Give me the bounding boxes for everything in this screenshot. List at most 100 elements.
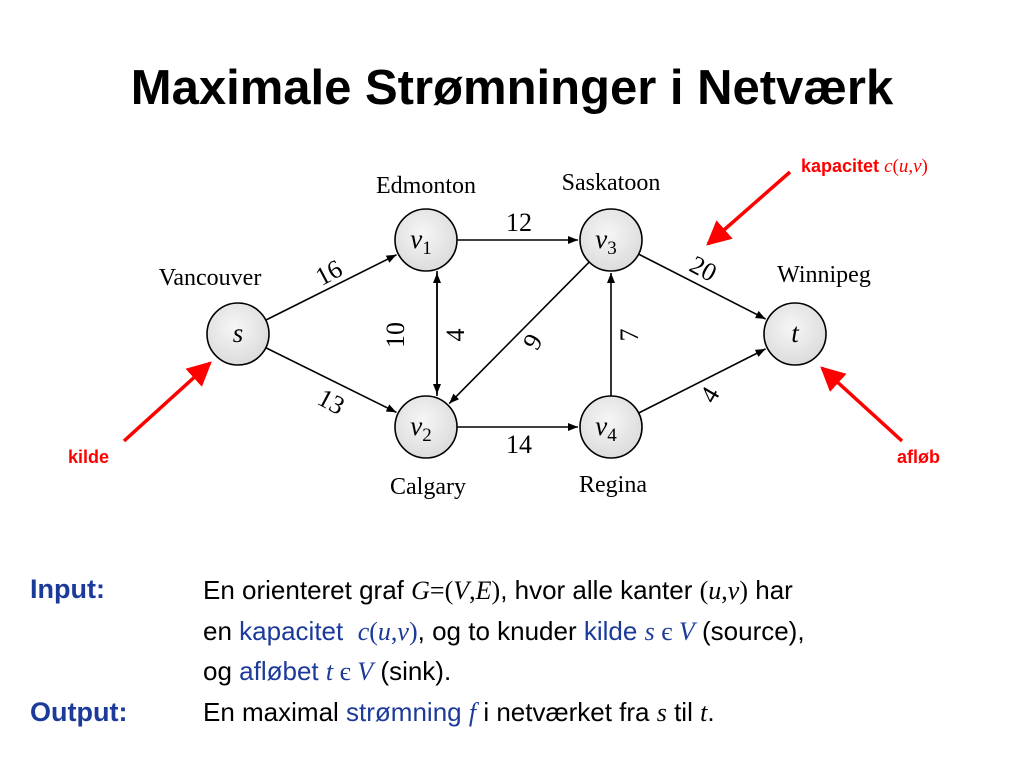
input-line-2: en kapacitet c(u,v), og to knuder kilde … <box>203 616 805 647</box>
l1-eq: =( <box>429 576 454 605</box>
l1-E: E <box>475 576 492 605</box>
city-label-t: Winnipeg <box>777 262 871 288</box>
node-v1: v1 <box>394 208 458 272</box>
node-v2: v2 <box>394 395 458 459</box>
l2-close: ) <box>408 617 418 646</box>
node-label-v1: v1 <box>410 224 431 259</box>
l4-dot: . <box>707 697 715 727</box>
node-label-v4: v4 <box>595 411 617 446</box>
l4-text-a: En maximal <box>203 697 347 727</box>
input-line-3: og afløbet t є V (sink). <box>203 656 451 687</box>
edge-capacity-v1-v2: 10 <box>381 322 410 348</box>
l1-text-c: har <box>748 575 793 605</box>
l3-V: V <box>357 657 374 686</box>
l2-comma: , <box>390 617 398 646</box>
city-label-v1: Edmonton <box>376 173 476 199</box>
l3-in: є <box>333 657 358 686</box>
node-circle-v1 <box>394 208 458 272</box>
l1-uv-open: ( <box>699 576 709 605</box>
node-circle-t <box>763 302 827 366</box>
node-t: t <box>763 302 827 366</box>
edge-capacity-v1-v3: 12 <box>506 208 532 237</box>
l1-u: u <box>708 576 722 605</box>
edge-capacity-v3-v2: 9 <box>517 329 549 355</box>
l4-text-b: i netværket fra <box>476 697 657 727</box>
output-line: En maximal strømning f i netværket fra s… <box>203 697 715 728</box>
city-label-s: Vancouver <box>159 265 262 291</box>
l2-open: ( <box>369 617 378 646</box>
sink-annotation: afløb <box>897 447 940 467</box>
capacity-word: kapacitet <box>801 156 880 176</box>
output-label: Output: <box>30 697 128 727</box>
l2-space-2 <box>637 616 644 646</box>
l4-s: s <box>656 698 667 727</box>
edge-s-v1 <box>265 254 397 321</box>
edge-capacity-v2-v4: 14 <box>506 430 532 459</box>
capacity-v: v <box>913 156 922 177</box>
l2-kilde: kilde <box>583 616 638 646</box>
node-label-s: s <box>233 318 244 348</box>
l4-stroemning: strømning <box>346 697 462 727</box>
node-v4: v4 <box>579 395 643 459</box>
city-label-v2: Calgary <box>390 474 466 500</box>
l1-uv-comma: , <box>721 576 728 605</box>
source-pointer-arrow <box>122 361 212 443</box>
capacity-close: ) <box>921 156 928 177</box>
l1-text-a: En orienteret graf <box>203 575 412 605</box>
l4-f: f <box>468 698 477 727</box>
sink-pointer-arrow <box>820 366 904 443</box>
l2-v: v <box>397 617 409 646</box>
l2-V: V <box>678 617 695 646</box>
edge-v3-t <box>638 253 766 320</box>
source-annotation: kilde <box>68 447 110 467</box>
l2-text-a: en <box>203 616 240 646</box>
node-circle-v4 <box>579 395 643 459</box>
l4-til: til <box>666 697 701 727</box>
l1-comma: , <box>469 576 476 605</box>
edge-capacity-s-v1: 16 <box>311 254 348 292</box>
l1-v: v <box>727 576 740 605</box>
l1-uv-close: ) <box>739 576 749 605</box>
l4-space <box>462 697 469 727</box>
capacity-pointer-arrow <box>706 170 792 246</box>
l2-u: u <box>377 617 391 646</box>
edge-capacity-v3-t: 20 <box>685 250 722 288</box>
l3-space <box>319 656 326 686</box>
node-label-v3: v3 <box>595 224 616 259</box>
capacity-open: ( <box>892 156 899 177</box>
l4-t: t <box>700 698 708 727</box>
edge-v4-t <box>638 348 766 414</box>
l2-in: є <box>654 617 679 646</box>
edge-capacity-s-v2: 13 <box>313 383 350 421</box>
l3-text-b: (sink). <box>373 656 452 686</box>
l1-text-b: , hvor alle kanter <box>500 575 700 605</box>
l3-afloebet: afløbet <box>239 656 319 686</box>
l2-s: s <box>644 617 655 646</box>
l2-kapacitet: kapacitet <box>239 616 344 646</box>
nodes-layer: s v1 v2 v3 v4 t <box>206 208 827 459</box>
l1-G: G <box>411 576 430 605</box>
capacity-annotation: kapacitet c(u,v) <box>801 156 928 178</box>
node-v3: v3 <box>579 208 643 272</box>
edge-capacity-v2-v1: 4 <box>441 329 470 342</box>
edges-layer <box>265 236 766 431</box>
city-label-v4: Regina <box>579 472 647 498</box>
input-label: Input: <box>30 574 105 604</box>
l2-text-c: (source), <box>694 616 805 646</box>
city-label-v3: Saskatoon <box>562 170 661 196</box>
capacity-c: c <box>884 156 893 177</box>
l1-close: ) <box>491 576 501 605</box>
node-label-t: t <box>791 318 800 348</box>
l2-space <box>343 616 357 646</box>
node-label-v2: v2 <box>410 411 431 446</box>
l2-c: c <box>357 617 370 646</box>
capacity-comma: , <box>908 156 914 177</box>
l1-V: V <box>453 576 470 605</box>
input-line-1: En orienteret graf G=(V,E), hvor alle ka… <box>203 575 793 606</box>
edge-v3-v2 <box>448 261 590 405</box>
l2-text-b: , og to knuder <box>417 616 584 646</box>
capacity-u: u <box>898 156 909 177</box>
edge-capacity-v4-t: 4 <box>694 382 726 408</box>
